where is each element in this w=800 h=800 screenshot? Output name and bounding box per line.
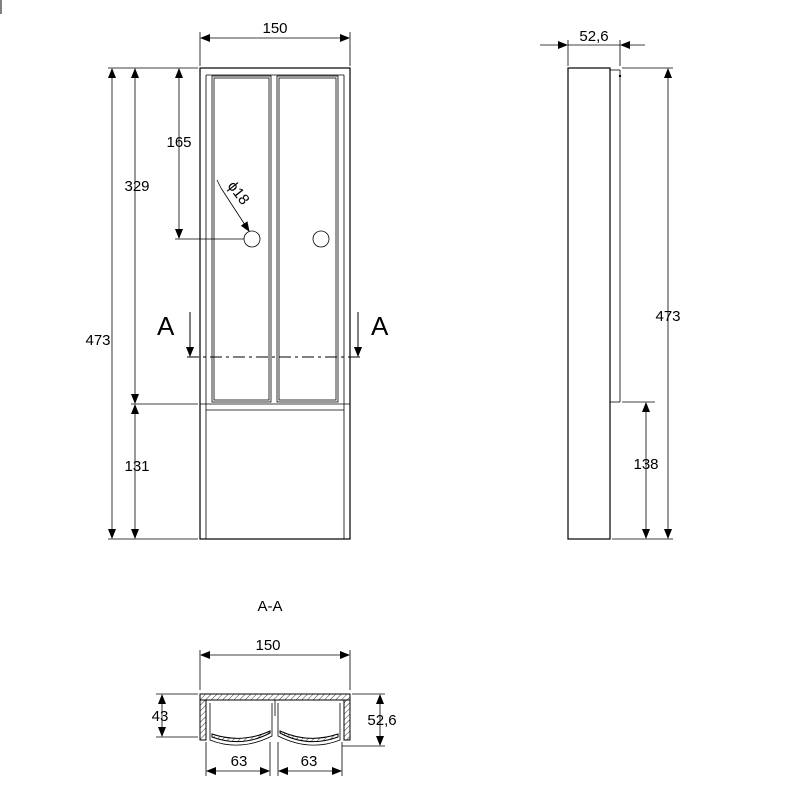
left-door-width-label: 63 (231, 753, 248, 770)
side-lower-height-label: 138 (633, 456, 658, 473)
outer-depth-label: 52,6 (367, 712, 396, 729)
upper-height-label: 329 (124, 178, 149, 195)
left-door-shell (211, 730, 271, 743)
right-door-width-label: 63 (301, 753, 318, 770)
left-wall (199, 699, 207, 741)
back-panel (199, 693, 351, 701)
right-door-inner (278, 77, 337, 401)
right-door-shell (279, 730, 339, 743)
right-door-outer (277, 703, 341, 746)
cabinet-outline (199, 67, 351, 540)
side-depth-label: 52,6 (579, 28, 608, 45)
lower-height-label: 131 (124, 458, 149, 475)
section-mark-right: A (371, 311, 389, 341)
right-knob-hole (312, 230, 330, 248)
hole-diameter-label: ϕ18 (224, 178, 253, 208)
width-label: 150 (262, 20, 287, 37)
side-view: 52,6 473 138 (540, 28, 681, 540)
side-outline (567, 67, 611, 540)
side-height-total-label: 473 (655, 308, 680, 325)
section-width-label: 150 (255, 637, 280, 654)
right-door (276, 75, 339, 403)
side-knob-dot (618, 74, 622, 78)
section-mark-left: A (157, 311, 175, 341)
inner-depth-label: 43 (152, 708, 169, 725)
height-total-label: 473 (85, 332, 110, 349)
hole-offset-label: 165 (166, 134, 191, 151)
section-title: A-A (257, 598, 282, 615)
diameter-leader (220, 187, 250, 232)
section-view: A-A 150 43 52,6 63 6 (152, 598, 397, 776)
diameter-leader-base (216, 179, 222, 189)
left-door-outer (209, 703, 273, 746)
front-view: ϕ18 A A 150 473 329 165 131 (85, 20, 389, 540)
left-knob-hole (243, 230, 261, 248)
right-wall (343, 699, 351, 741)
